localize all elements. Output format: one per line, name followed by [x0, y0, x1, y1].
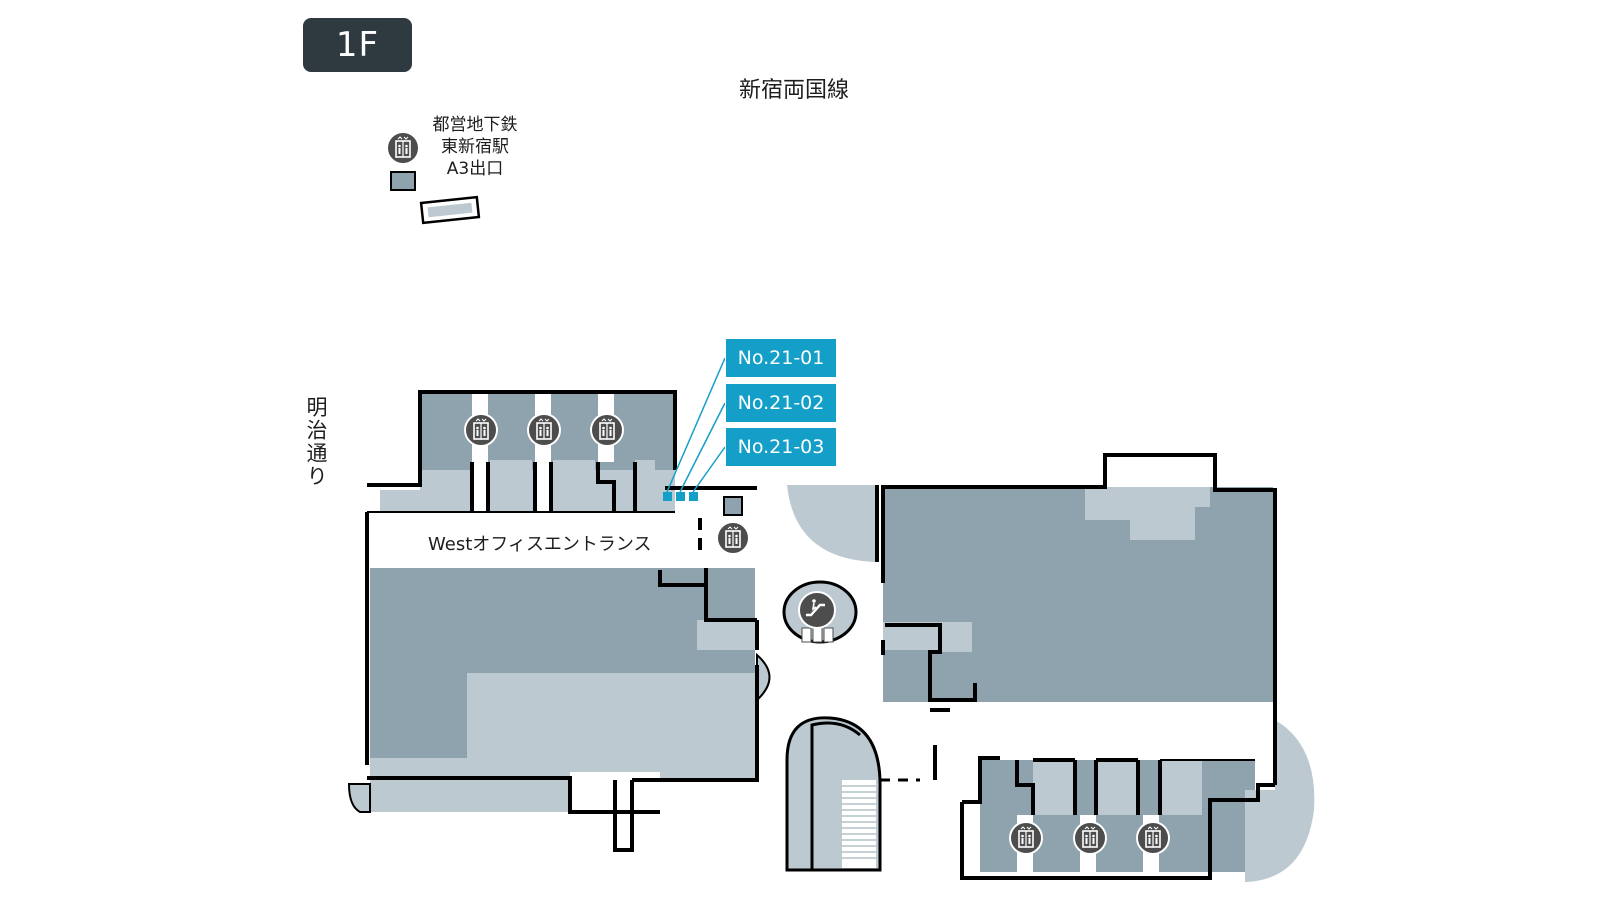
- central-hall: [782, 485, 937, 872]
- street-label-top: 新宿両国線: [739, 78, 850, 103]
- leader-line: [692, 446, 726, 493]
- street-label-side: 明治通り: [304, 396, 328, 488]
- elevator-icon: [590, 413, 624, 447]
- subway-line-2: 東新宿駅: [441, 137, 509, 157]
- entrance-label: Westオフィスエントランス: [428, 534, 652, 555]
- leader-line: [666, 357, 726, 493]
- elevator-icon: [1009, 821, 1043, 855]
- location-tag-21-01[interactable]: No.21-01: [725, 338, 837, 378]
- location-tag-21-03[interactable]: No.21-03: [725, 427, 837, 467]
- location-marker-21-02[interactable]: [676, 492, 685, 501]
- subway-line-3: A3出口: [446, 159, 504, 179]
- leader-line: [679, 402, 726, 493]
- escalator-icon: [798, 591, 836, 629]
- subway-line-1: 都営地下鉄: [432, 115, 518, 135]
- location-tag-21-02[interactable]: No.21-02: [725, 383, 837, 423]
- elevator-icon: [1073, 821, 1107, 855]
- subway-exit: [390, 171, 481, 225]
- east-building: [881, 453, 1315, 882]
- elevator-icon: [386, 131, 420, 165]
- elevator-icon: [527, 413, 561, 447]
- elevator-icon: [1136, 821, 1170, 855]
- elevator-icon: [464, 413, 498, 447]
- floor-badge: 1F: [303, 18, 412, 72]
- location-marker-21-03[interactable]: [689, 492, 698, 501]
- elevator-icon: [716, 521, 750, 555]
- location-marker-21-01[interactable]: [663, 492, 672, 501]
- west-building: [347, 390, 771, 852]
